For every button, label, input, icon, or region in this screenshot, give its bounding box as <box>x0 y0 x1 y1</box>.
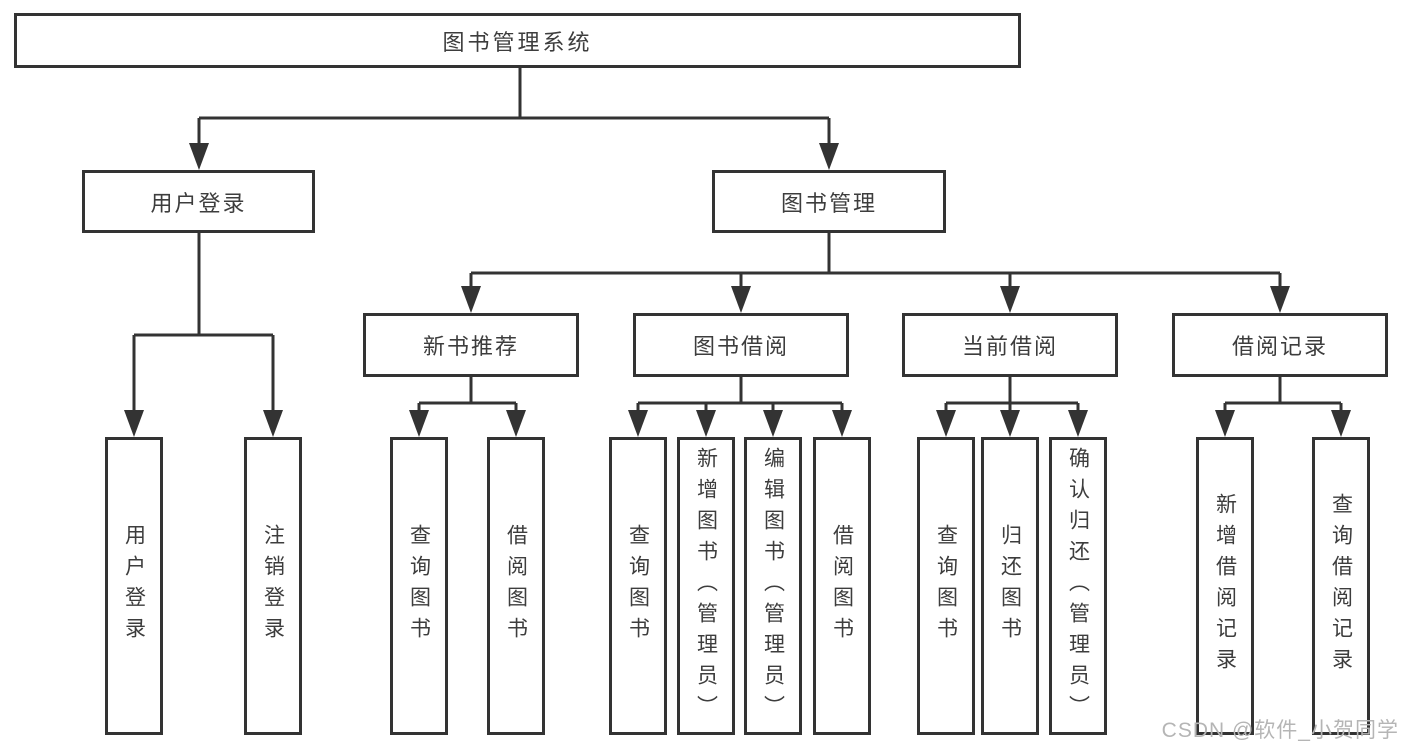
arrow-down-icon <box>1270 286 1290 313</box>
arrow-down-icon <box>189 143 209 170</box>
arrow-down-icon <box>696 410 716 437</box>
leaf-cb-query-books-label: 查询图书 <box>934 524 958 648</box>
leaf-br-add-record-label: 新增借阅记录 <box>1213 493 1237 679</box>
node-root-label: 图书管理系统 <box>442 29 593 55</box>
arrow-down-icon <box>409 410 429 437</box>
leaf-cb-confirm-return-admin: 确认归还（管理员） <box>1049 437 1107 735</box>
arrow-down-icon <box>936 410 956 437</box>
leaf-cb-return-books-label: 归还图书 <box>998 524 1022 648</box>
arrow-down-icon <box>506 410 526 437</box>
leaf-logout-label: 注销登录 <box>261 524 285 648</box>
node-book-borrowing-label: 图书借阅 <box>692 334 789 359</box>
arrow-down-icon <box>263 410 283 437</box>
leaf-nbr-borrow-books: 借阅图书 <box>487 437 545 735</box>
leaf-bb-edit-books-admin: 编辑图书（管理员） <box>744 437 802 735</box>
leaf-user-login: 用户登录 <box>105 437 163 735</box>
arrow-down-icon <box>461 286 481 313</box>
leaf-logout: 注销登录 <box>244 437 302 735</box>
node-borrowing-records: 借阅记录 <box>1172 313 1388 377</box>
leaf-br-add-record: 新增借阅记录 <box>1196 437 1254 735</box>
arrow-down-icon <box>1068 410 1088 437</box>
leaf-bb-add-books-admin-label: 新增图书（管理员） <box>694 446 718 726</box>
node-borrowing-records-label: 借阅记录 <box>1231 334 1328 359</box>
leaf-cb-confirm-return-admin-label: 确认归还（管理员） <box>1066 446 1090 726</box>
arrow-down-icon <box>1000 286 1020 313</box>
arrow-down-icon <box>832 410 852 437</box>
leaf-cb-query-books: 查询图书 <box>917 437 975 735</box>
arrow-down-icon <box>1331 410 1351 437</box>
leaf-nbr-borrow-books-label: 借阅图书 <box>504 524 528 648</box>
arrow-down-icon <box>628 410 648 437</box>
leaf-bb-borrow-books-label: 借阅图书 <box>830 524 854 648</box>
leaf-nbr-query-books-label: 查询图书 <box>407 524 431 648</box>
leaf-bb-query-books-label: 查询图书 <box>626 524 650 648</box>
leaf-bb-edit-books-admin-label: 编辑图书（管理员） <box>761 446 785 726</box>
node-user-login: 用户登录 <box>82 170 315 233</box>
arrow-down-icon <box>1215 410 1235 437</box>
node-user-login-label: 用户登录 <box>150 190 247 216</box>
arrow-down-icon <box>731 286 751 313</box>
node-book-management-label: 图书管理 <box>780 190 877 216</box>
node-current-borrowing-label: 当前借阅 <box>961 334 1058 359</box>
node-root: 图书管理系统 <box>14 13 1021 68</box>
node-current-borrowing: 当前借阅 <box>902 313 1118 377</box>
leaf-nbr-query-books: 查询图书 <box>390 437 448 735</box>
leaf-cb-return-books: 归还图书 <box>981 437 1039 735</box>
leaf-bb-query-books: 查询图书 <box>609 437 667 735</box>
leaf-bb-add-books-admin: 新增图书（管理员） <box>677 437 735 735</box>
arrow-down-icon <box>124 410 144 437</box>
node-new-book-recommend: 新书推荐 <box>363 313 579 377</box>
node-book-borrowing: 图书借阅 <box>633 313 849 377</box>
leaf-br-query-record-label: 查询借阅记录 <box>1329 493 1353 679</box>
arrow-down-icon <box>1000 410 1020 437</box>
node-new-book-recommend-label: 新书推荐 <box>422 334 519 359</box>
node-book-management: 图书管理 <box>712 170 946 233</box>
watermark: CSDN @软件_小贺同学 <box>1161 719 1399 742</box>
arrow-down-icon <box>819 143 839 170</box>
leaf-user-login-label: 用户登录 <box>122 524 146 648</box>
arrow-down-icon <box>763 410 783 437</box>
leaf-bb-borrow-books: 借阅图书 <box>813 437 871 735</box>
leaf-br-query-record: 查询借阅记录 <box>1312 437 1370 735</box>
